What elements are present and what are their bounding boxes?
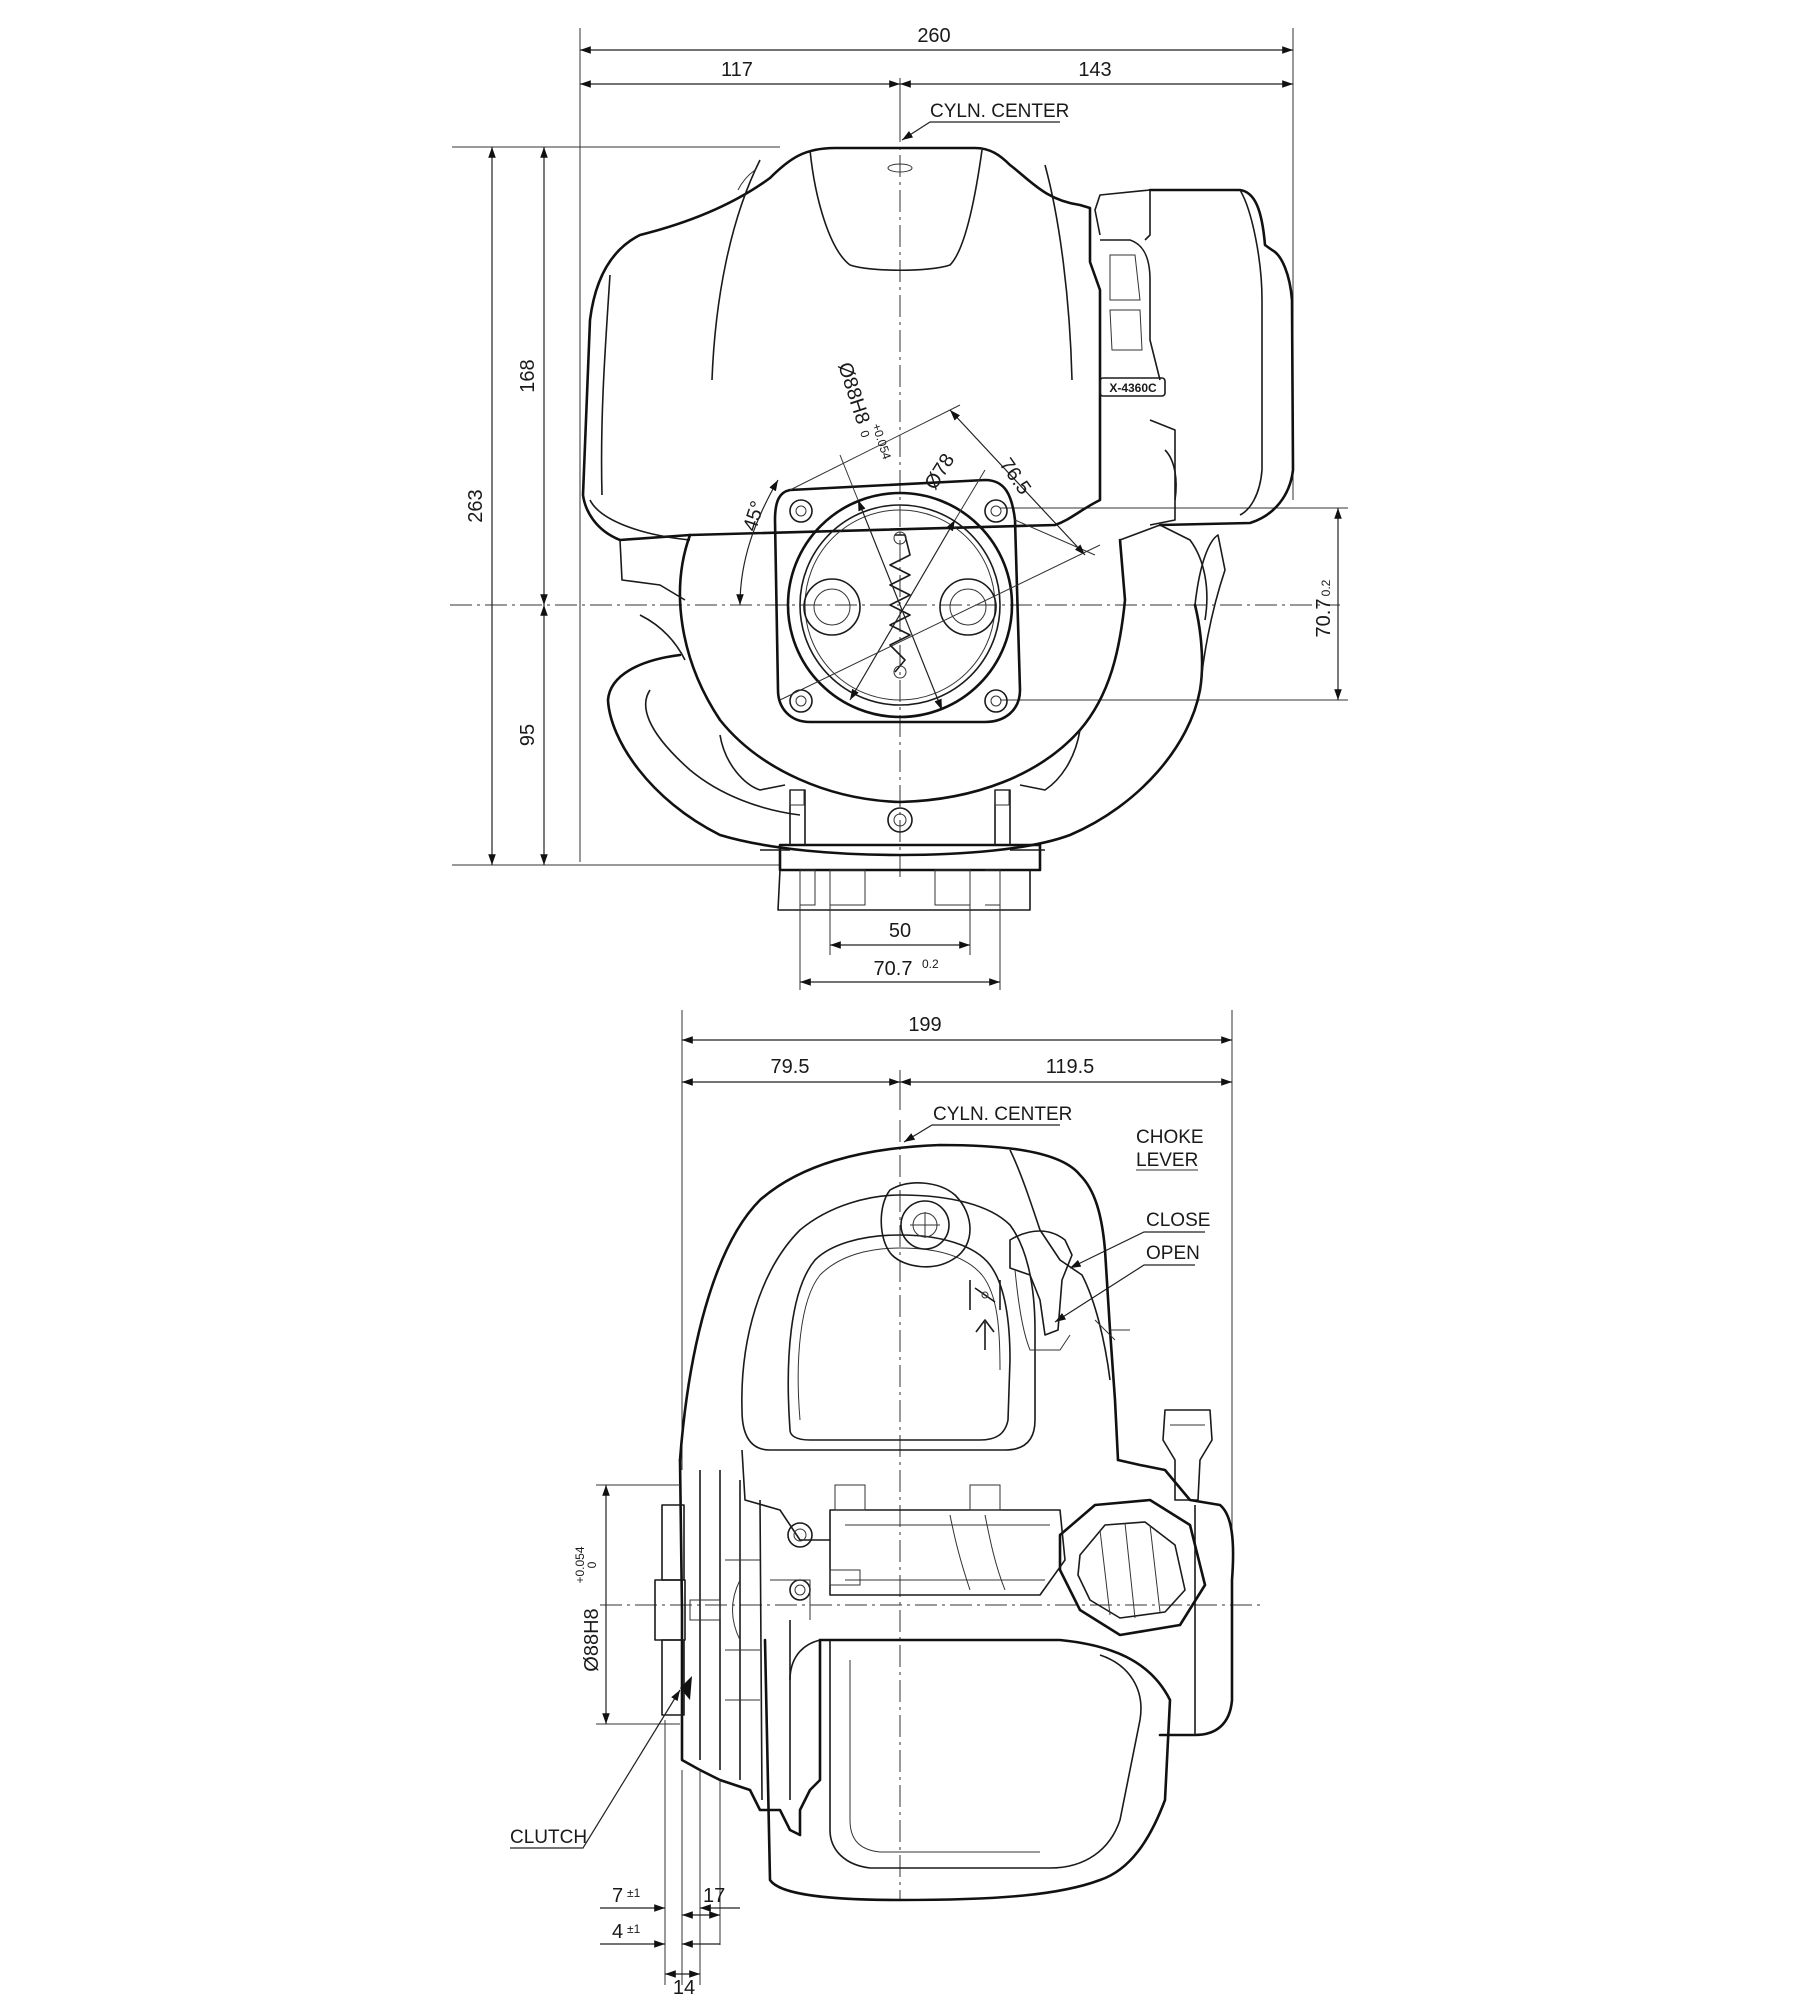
bore-tol-lower: 0	[857, 429, 872, 440]
fuel-tank-bottom	[606, 603, 1204, 857]
clutch-assembly	[654, 1458, 822, 1837]
close-label: CLOSE	[1146, 1210, 1210, 1231]
dim-78: Ø78	[921, 450, 960, 494]
mount-base	[760, 789, 1045, 911]
clutch-pad-left	[803, 578, 861, 636]
dim-7: 7	[612, 1885, 623, 1907]
dim-4-tol: ±1	[627, 1922, 641, 1936]
dim-143: 143	[1078, 59, 1111, 81]
cyl-center-label: CYLN. CENTER	[930, 101, 1069, 122]
dim-angle: 45°	[739, 498, 769, 534]
choke-lever	[1009, 1230, 1073, 1336]
inner-panel	[741, 1194, 1036, 1451]
bore-tol-upper: +0.054	[869, 422, 894, 462]
clutch-pad-right	[939, 578, 997, 636]
front-shroud	[581, 146, 1102, 542]
primer-bulb	[1162, 1409, 1213, 1501]
dim-263: 263	[465, 489, 487, 522]
dim-side-70-7: 70.7	[1313, 599, 1335, 638]
dim-side-70-7-tol: 0.2	[1319, 579, 1333, 596]
choke-label-line2: LEVER	[1136, 1150, 1198, 1171]
dim-line-78	[849, 519, 956, 701]
model-plate: X-4360C	[1109, 381, 1157, 395]
dim-14: 14	[673, 1977, 695, 1999]
filler-boss	[880, 1182, 971, 1268]
dim-50: 50	[889, 920, 911, 942]
choke-symbol	[969, 1280, 1001, 1350]
cyl-center-leader	[901, 121, 1060, 141]
dim-7-tol: ±1	[627, 1886, 641, 1900]
clutch-label: CLUTCH	[510, 1827, 587, 1848]
dim-117: 117	[721, 59, 753, 81]
choke-label-line1: CHOKE	[1136, 1127, 1204, 1148]
bore-label: Ø88H8	[833, 360, 874, 427]
side-bore-tol-lower: 0	[585, 1561, 599, 1568]
dim-260: 260	[917, 25, 950, 47]
side-view: 199 79.5 119.5 CYLN. CENTER CHOKE LEVER …	[510, 1010, 1265, 1999]
dim-70-7: 70.7	[874, 958, 913, 980]
side-cyl-center-label: CYLN. CENTER	[933, 1104, 1072, 1125]
dim-119-5: 119.5	[1046, 1056, 1095, 1078]
dim-17: 17	[703, 1885, 725, 1907]
fuel-cap	[1058, 1498, 1207, 1637]
open-leader	[1054, 1264, 1195, 1323]
close-leader	[1069, 1231, 1205, 1269]
dim-line-76-5	[949, 409, 1086, 556]
dim-76-5: 76.5	[995, 454, 1035, 499]
open-label: OPEN	[1146, 1243, 1200, 1264]
clutch-leader	[510, 1689, 681, 1849]
recoil-housing	[678, 533, 1127, 804]
dim-199: 199	[908, 1014, 941, 1036]
side-bore-label: Ø88H8	[581, 1608, 603, 1671]
side-shroud	[678, 1143, 1120, 1462]
side-fuel-tank	[763, 1638, 1172, 1902]
side-cyl-center-leader	[903, 1124, 1060, 1143]
air-cleaner	[1148, 188, 1295, 527]
angle-arc	[736, 479, 779, 606]
dim-168: 168	[517, 359, 539, 392]
dim-79-5: 79.5	[771, 1056, 810, 1078]
dim-4: 4	[612, 1921, 623, 1943]
bore-outer	[786, 491, 1014, 719]
dim-95: 95	[517, 724, 539, 746]
top-cap	[809, 149, 983, 272]
side-bore-tol-upper: +0.054	[573, 1546, 587, 1583]
front-view: 260 117 143 CYLN. CENTER 263 168 95 70.7…	[450, 25, 1348, 990]
dim-70-7-tol: 0.2	[922, 957, 939, 971]
